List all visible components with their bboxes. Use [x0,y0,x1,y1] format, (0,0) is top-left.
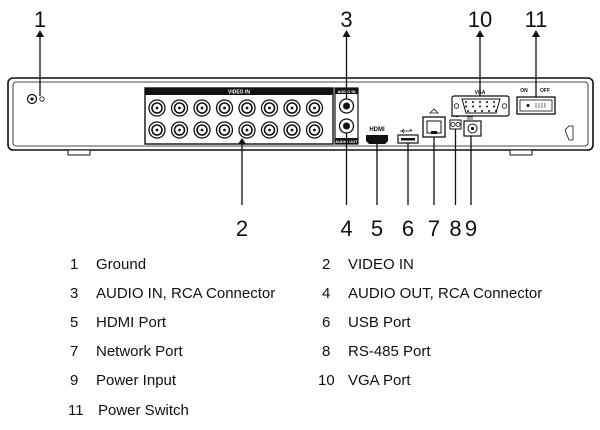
legend-number: 11 [68,402,84,419]
hdmi-label: HDMI [369,127,385,133]
bnc-connector-icon [283,99,301,117]
legend-number: 9 [70,372,79,389]
vga-pin [479,105,481,108]
legend-label: HDMI Port [96,314,167,331]
bnc-connector-icon [283,121,301,139]
legend-label: Ground [96,256,147,273]
bnc-connector-icon [193,121,211,139]
bnc-connector-icon [215,99,234,117]
dvr-rear-panel-diagram: VIDEO IN AUDIO IN AUDIO OUT HDMI [7,7,594,241]
vga-pin [493,105,495,108]
callout-4: 4 [340,216,352,241]
video-in-block: VIDEO IN [144,87,334,145]
bnc-connector-icon [260,99,279,117]
callout-7: 7 [428,216,440,241]
vga-pin [488,110,490,112]
legend-number: 2 [322,256,331,273]
legend-number: 4 [322,285,331,302]
legend-item-rs485: 8 RS-485 Port [322,343,431,361]
vga-pin [474,110,476,112]
bnc-connector-icon [148,121,166,139]
legend-number: 10 [318,372,335,389]
bnc-connectors [148,99,324,139]
legend-item-ground: 1 Ground [70,256,146,274]
vga-pin [472,105,474,108]
legend-item-audio-in: 3 AUDIO IN, RCA Connector [70,285,275,303]
vga-pin [486,105,488,108]
bnc-connector-icon [193,99,211,117]
legend-item-video-in: 2 VIDEO IN [322,256,414,274]
callout-2: 2 [236,216,248,241]
bnc-connector-icon [215,121,234,139]
legend-label: RS-485 Port [348,343,431,360]
legend-label: AUDIO IN, RCA Connector [96,285,276,302]
switch-on-label: ON [520,88,528,94]
bnc-connector-icon [238,121,256,139]
bnc-connector-icon [305,121,324,139]
vga-pin [481,110,483,112]
legend-item-power-switch: 11 Power Switch [68,402,189,420]
legend-label: USB Port [348,314,411,331]
ground-screw-icon [26,93,45,105]
legend-number: 8 [322,343,331,360]
bnc-connector-icon [260,121,279,139]
legend-item-hdmi: 5 HDMI Port [70,314,166,332]
callout-8: 8 [449,216,461,241]
video-in-label: VIDEO IN [228,90,250,96]
callout-11: 11 [525,7,548,32]
leader-lines [39,37,537,205]
legend-item-power-input: 9 Power Input [70,372,176,390]
legend-label: VGA Port [348,372,411,389]
legend-label: Power Input [96,372,177,389]
callout-10: 10 [468,7,492,32]
legend-label: Power Switch [98,402,189,419]
callout-6: 6 [402,216,414,241]
leader-arrowheads [36,30,540,144]
audio-out-rca-icon [338,118,355,134]
bnc-connector-icon [238,99,256,117]
legend-number: 6 [322,314,331,331]
bnc-connector-icon [305,99,324,117]
hdmi-port-icon: HDMI [366,127,388,144]
legend-number: 7 [70,343,79,360]
callout-9: 9 [465,216,477,241]
bnc-connector-icon [148,99,166,117]
vga-pin [465,101,467,103]
vga-pin [495,110,497,112]
legend-number: 1 [70,256,79,273]
callout-3: 3 [340,7,352,32]
legend-item-vga: 10 VGA Port [318,372,411,390]
vga-pin [465,105,467,108]
bnc-connector-icon [170,121,189,139]
legend-item-usb: 6 USB Port [322,314,411,332]
bnc-connector-icon [170,99,189,117]
legend-item-network: 7 Network Port [70,343,183,361]
vga-pin [472,101,474,103]
vga-pin [479,101,481,103]
vga-pin [493,101,495,103]
legend-number: 3 [70,285,79,302]
legend-label: Network Port [96,343,183,360]
callout-5: 5 [371,216,383,241]
legend-label: AUDIO OUT, RCA Connector [348,285,543,302]
vga-pin [486,101,488,103]
switch-off-label: OFF [540,88,550,94]
callout-1: 1 [34,7,46,32]
legend-item-audio-out: 4 AUDIO OUT, RCA Connector [322,285,542,303]
legend-number: 5 [70,314,79,331]
vga-pin [467,110,469,112]
legend-label: VIDEO IN [348,256,414,273]
